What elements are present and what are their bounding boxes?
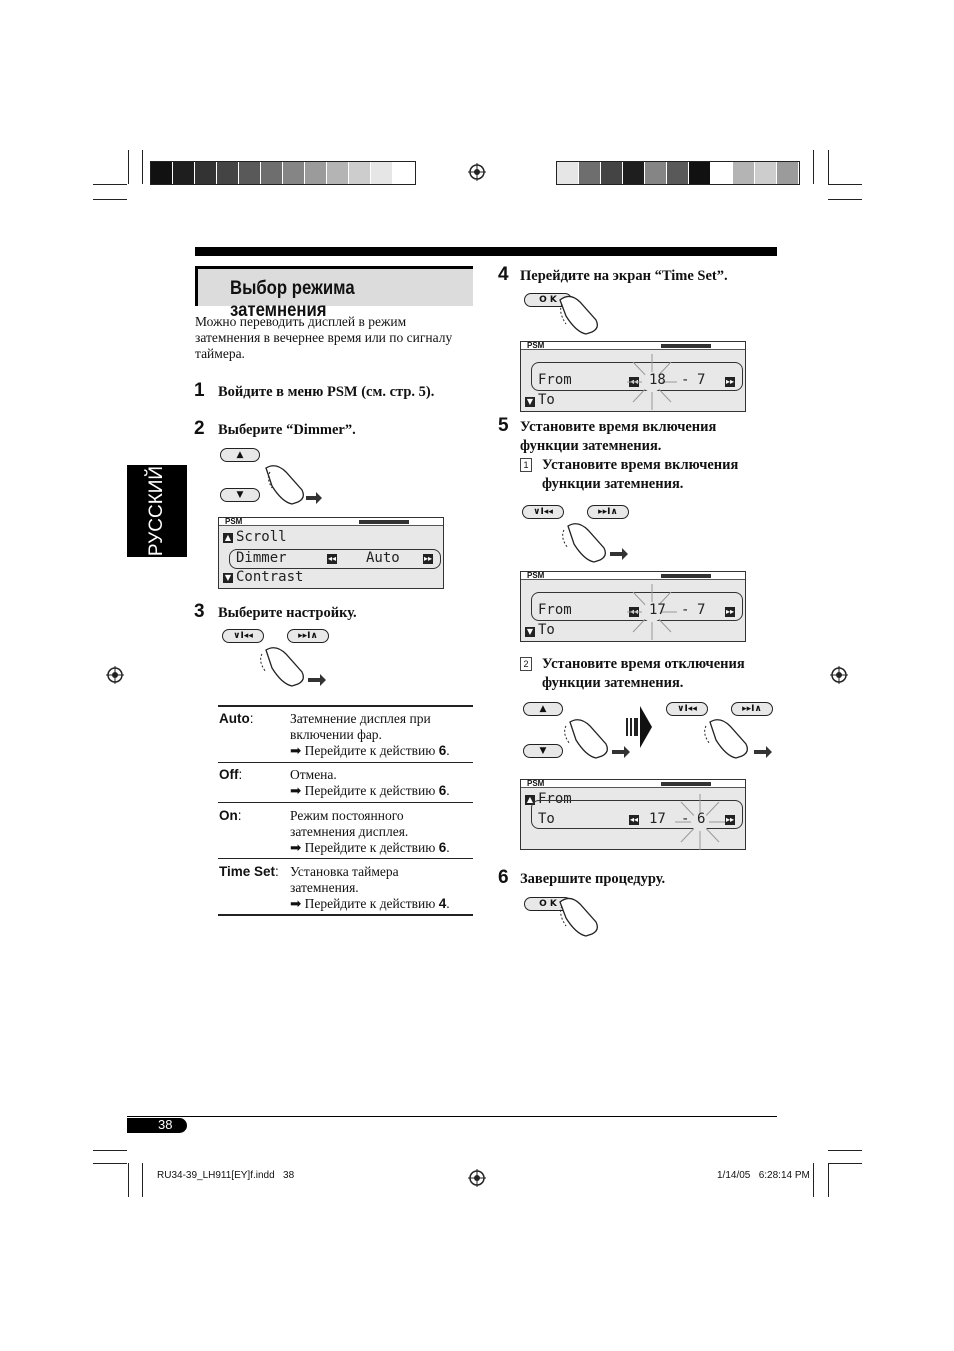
down-arrow-icon: ▼ — [525, 397, 535, 407]
footer-file-slug: RU34-39_LH911[EY]f.indd 38 — [157, 1170, 295, 1181]
step-number: 3 — [194, 601, 205, 622]
down-button[interactable]: ▼ — [523, 744, 563, 758]
language-tab-label: РУССКИЙ — [146, 465, 167, 557]
prev-button[interactable]: ∨I◂◂ — [222, 629, 264, 643]
registration-target-icon — [468, 1169, 486, 1187]
page-title: Выбор режима затемнения — [230, 278, 355, 321]
crop-mark — [93, 199, 127, 200]
step-number: 5 — [498, 415, 509, 436]
prev-button[interactable]: ∨I◂◂ — [666, 702, 708, 716]
table-rule — [218, 802, 473, 803]
selected-row — [531, 362, 743, 391]
lcd-time-screen: PSM From ◂◂ 18 - 7 ▸▸ ▼ To — [520, 341, 746, 412]
next-button[interactable]: ▸▸I∧ — [731, 702, 773, 716]
registration-bar-right — [556, 161, 800, 185]
substep-text: Установите время включения функции затем… — [542, 457, 739, 492]
intro-paragraph: Можно переводить дисплей в режим затемне… — [195, 314, 453, 361]
crop-mark — [93, 1150, 127, 1151]
header-rule — [195, 247, 777, 256]
next-icon: ▸▸ — [725, 815, 735, 825]
footer-rule — [127, 1116, 777, 1117]
step-number: 2 — [194, 418, 205, 439]
up-arrow-icon: ▲ — [223, 533, 233, 543]
finger-press-icon — [704, 719, 772, 759]
finger-press-icon — [559, 295, 598, 335]
next-button[interactable]: ▸▸I∧ — [587, 505, 629, 519]
crop-mark — [813, 1163, 814, 1197]
up-button[interactable]: ▲ — [220, 448, 260, 462]
language-tab: РУССКИЙ — [127, 465, 187, 557]
crop-mark — [142, 150, 143, 184]
selected-row — [531, 800, 743, 829]
table-rule — [218, 858, 473, 859]
up-button[interactable]: ▲ — [523, 702, 563, 716]
registration-bar-left — [150, 161, 416, 185]
finger-press-icon — [559, 897, 598, 937]
down-arrow-icon: ▼ — [223, 573, 233, 583]
finger-press-icon — [260, 647, 326, 687]
crop-mark — [128, 1163, 129, 1197]
crop-mark — [828, 150, 829, 184]
substep-text: Установите время отключения функции зате… — [542, 656, 745, 691]
down-button[interactable]: ▼ — [220, 488, 260, 502]
lcd-time-screen: PSM From ◂◂ 17 - 7 ▸▸ ▼ To — [520, 571, 746, 642]
blink-starburst-icon — [627, 354, 677, 410]
footer-timestamp: 1/14/05 6:28:14 PM — [717, 1170, 810, 1181]
step-text: Выберите настройку. — [218, 605, 357, 621]
next-icon: ▸▸ — [423, 554, 433, 564]
step-number: 6 — [498, 867, 509, 888]
finger-press-icon — [265, 465, 322, 505]
blink-starburst-icon — [627, 584, 677, 640]
page-number-tab: 38 — [127, 1117, 187, 1133]
crop-mark — [828, 1150, 862, 1151]
crop-mark — [828, 1163, 862, 1164]
crop-mark — [93, 184, 127, 185]
step-text: Завершите процедуру. — [520, 871, 666, 887]
step-text: Войдите в меню PSM (см. стр. 5). — [218, 384, 435, 400]
finger-press-icon — [564, 719, 630, 759]
selected-row — [229, 549, 441, 569]
step-text: Установите время включения функции затем… — [520, 419, 717, 454]
prev-icon: ◂◂ — [327, 554, 337, 564]
up-arrow-icon: ▲ — [525, 795, 535, 805]
crop-mark — [828, 199, 862, 200]
finger-press-icon — [562, 523, 628, 563]
prev-icon: ◂◂ — [629, 815, 639, 825]
registration-target-icon — [106, 666, 124, 684]
next-icon: ▸▸ — [725, 607, 735, 617]
down-arrow-icon: ▼ — [525, 627, 535, 637]
crop-mark — [813, 150, 814, 184]
step-number: 4 — [498, 264, 509, 285]
table-rule — [218, 705, 473, 707]
crop-mark — [828, 1163, 829, 1197]
next-button[interactable]: ▸▸I∧ — [287, 629, 329, 643]
step-text: Перейдите на экран “Time Set”. — [520, 268, 728, 284]
crop-mark — [828, 184, 862, 185]
lcd-time-screen: PSM ▲ From To ◂◂ 17 - 6 ▸▸ — [520, 779, 746, 850]
section-title-box: Выбор режима затемнения — [195, 266, 473, 321]
substep-number: 1 — [520, 458, 532, 472]
selected-row — [531, 592, 743, 621]
registration-target-icon — [830, 666, 848, 684]
step-number: 1 — [194, 380, 205, 401]
next-icon: ▸▸ — [725, 377, 735, 387]
crop-mark — [142, 1163, 143, 1197]
registration-target-icon — [468, 163, 486, 181]
blink-starburst-icon — [675, 794, 725, 850]
table-rule — [218, 914, 473, 916]
substep-number: 2 — [520, 657, 532, 671]
lcd-dimmer-screen: PSM ▲ Scroll Dimmer ◂◂ Auto ▸▸ ▼ Contras… — [218, 517, 444, 589]
step-text: Выберите “Dimmer”. — [218, 422, 356, 438]
page-number: 38 — [158, 1117, 173, 1132]
crop-mark — [128, 150, 129, 184]
then-arrow-icon — [626, 706, 652, 748]
table-rule — [218, 762, 473, 763]
prev-button[interactable]: ∨I◂◂ — [522, 505, 564, 519]
crop-mark — [93, 1163, 127, 1164]
